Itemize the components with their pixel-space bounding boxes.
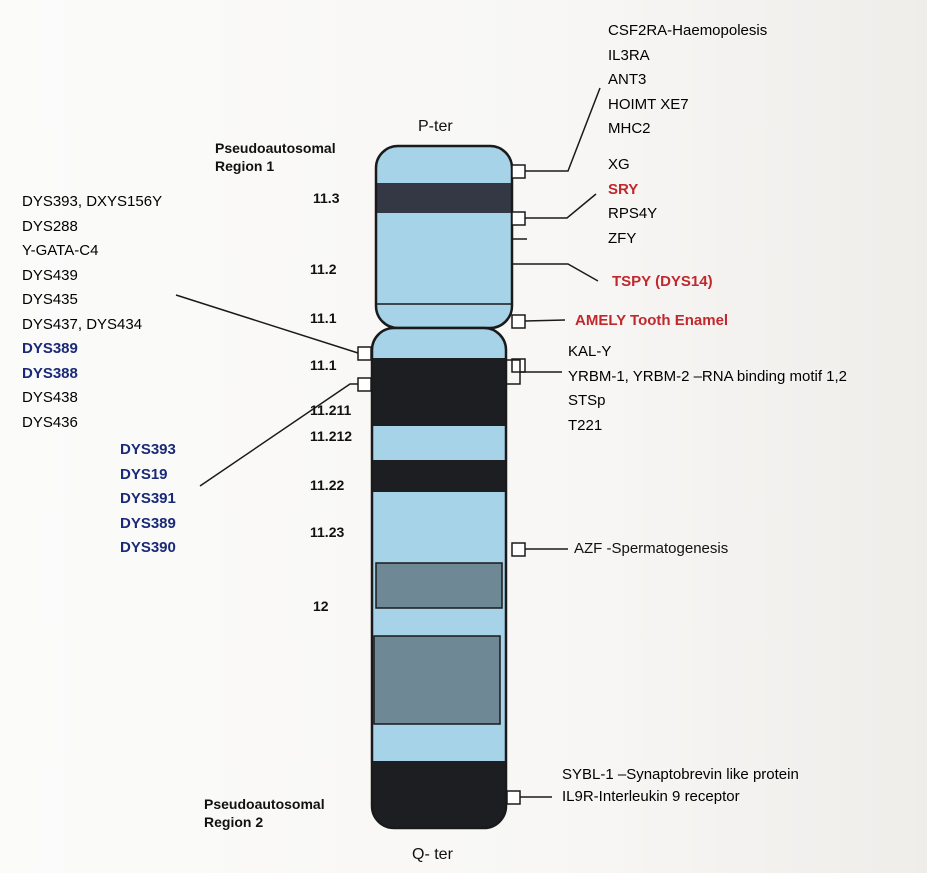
marker-label: DYS288: [22, 217, 78, 235]
band-label: 12: [313, 598, 329, 614]
marker-label: DYS391: [120, 490, 176, 507]
band-q11-211-dark: [372, 358, 506, 426]
band-q11-22-dark: [372, 460, 506, 492]
marker-label: DYS393: [120, 441, 176, 458]
leader-lines: [175, 87, 601, 798]
connector-box: [511, 542, 526, 557]
gene-label: KAL-Y: [568, 343, 612, 360]
p-arm: [376, 146, 512, 328]
leader-left-top: [175, 294, 359, 354]
marker-label: DYS393, DXYS156Y: [22, 193, 163, 210]
band-label: 11.1: [310, 357, 337, 373]
marker-label: DYS388: [22, 364, 78, 382]
right-genes-top: CSF2RA-Haemopolesis IL3RA ANT3 HOIMT XE7…: [608, 19, 767, 142]
gene-label: IL9R-Interleukin 9 receptor: [562, 788, 740, 805]
connector-box: [357, 346, 372, 361]
band-p-light: [376, 146, 512, 328]
gene-label: IL3RA: [608, 46, 650, 64]
connector-box: [511, 358, 526, 373]
leader-sry: [525, 193, 597, 219]
gene-label-amely: AMELY Tooth Enamel: [575, 312, 729, 329]
q-arm: [372, 328, 506, 828]
gene-label: RPS4Y: [608, 205, 658, 222]
band-label: 11.22: [310, 477, 345, 493]
marker-label: DYS390: [120, 539, 176, 556]
band-p11-3-dark: [376, 183, 512, 213]
gene-label: T221: [568, 416, 603, 434]
connector-box: [511, 164, 526, 179]
connector-box: [511, 211, 526, 226]
right-genes-bottom: SYBL-1 –Synaptobrevin like protein IL9R-…: [562, 764, 799, 808]
p-ter-label: P-ter: [418, 118, 453, 135]
leader-top-genes: [525, 87, 601, 172]
marker-label: DYS438: [22, 389, 78, 406]
gene-label-tspy: TSPY (DYS14): [612, 273, 713, 290]
gene-label: SYBL-1 –Synaptobrevin like protein: [562, 766, 799, 783]
gene-label: MHC2: [608, 120, 651, 137]
marker-label: DYS437, DYS434: [22, 315, 143, 333]
marker-label: Y-GATA-C4: [22, 242, 99, 259]
band-label: 11.23: [310, 524, 345, 540]
band-q-ter-dark: [372, 761, 506, 828]
gene-label: ANT3: [608, 71, 647, 88]
q-ter-label: Q- ter: [412, 846, 453, 863]
connector-box: [506, 790, 521, 805]
band-q12-gray-2: [373, 635, 501, 725]
right-genes-mid: KAL-Y YRBM-1, YRBM-2 –RNA binding motif …: [568, 340, 847, 438]
band-label: 11.2: [310, 261, 337, 277]
leader-left-blue: [199, 383, 358, 487]
gene-label-sry: SRY: [608, 180, 639, 198]
band-q12-gray-1: [375, 562, 503, 609]
gene-label: STSp: [568, 392, 606, 409]
leader-tspy: [527, 263, 599, 282]
gene-label: XG: [608, 156, 630, 173]
leader-amely: [524, 319, 566, 322]
band-label: 11.1: [310, 310, 337, 326]
q-arm-outline: [370, 326, 508, 830]
par1-label: Pseudoautosomal Region 1: [215, 140, 336, 174]
connector-box: [357, 377, 372, 392]
connector-box: [511, 314, 526, 329]
band-label: 11.3: [313, 190, 340, 206]
marker-label: DYS19: [120, 465, 168, 483]
gene-label: HOIMT XE7: [608, 95, 689, 113]
bracket-tspy: [511, 238, 527, 265]
band-label: 11.212: [310, 428, 353, 444]
gene-label-azf: AZF -Spermatogenesis: [574, 540, 729, 557]
gene-label: CSF2RA-Haemopolesis: [608, 22, 768, 39]
band-label: 11.211: [310, 402, 352, 418]
right-genes-sry-group: XG SRY RPS4Y ZFY: [608, 153, 657, 251]
marker-label: DYS439: [22, 266, 78, 284]
connector-boxes: [357, 164, 526, 805]
par2-label: Pseudoautosomal Region 2: [204, 796, 325, 830]
gene-label: ZFY: [608, 229, 637, 247]
marker-label: DYS436: [22, 413, 78, 431]
marker-label: DYS389: [120, 514, 176, 532]
left-markers-blue: DYS393 DYS19 DYS391 DYS389 DYS390: [120, 438, 176, 561]
left-markers-top: DYS393, DXYS156Y DYS288 Y-GATA-C4 DYS439…: [22, 190, 162, 435]
marker-label: DYS435: [22, 291, 78, 308]
gene-label: YRBM-1, YRBM-2 –RNA binding motif 1,2: [568, 367, 848, 385]
marker-label: DYS389: [22, 340, 78, 357]
